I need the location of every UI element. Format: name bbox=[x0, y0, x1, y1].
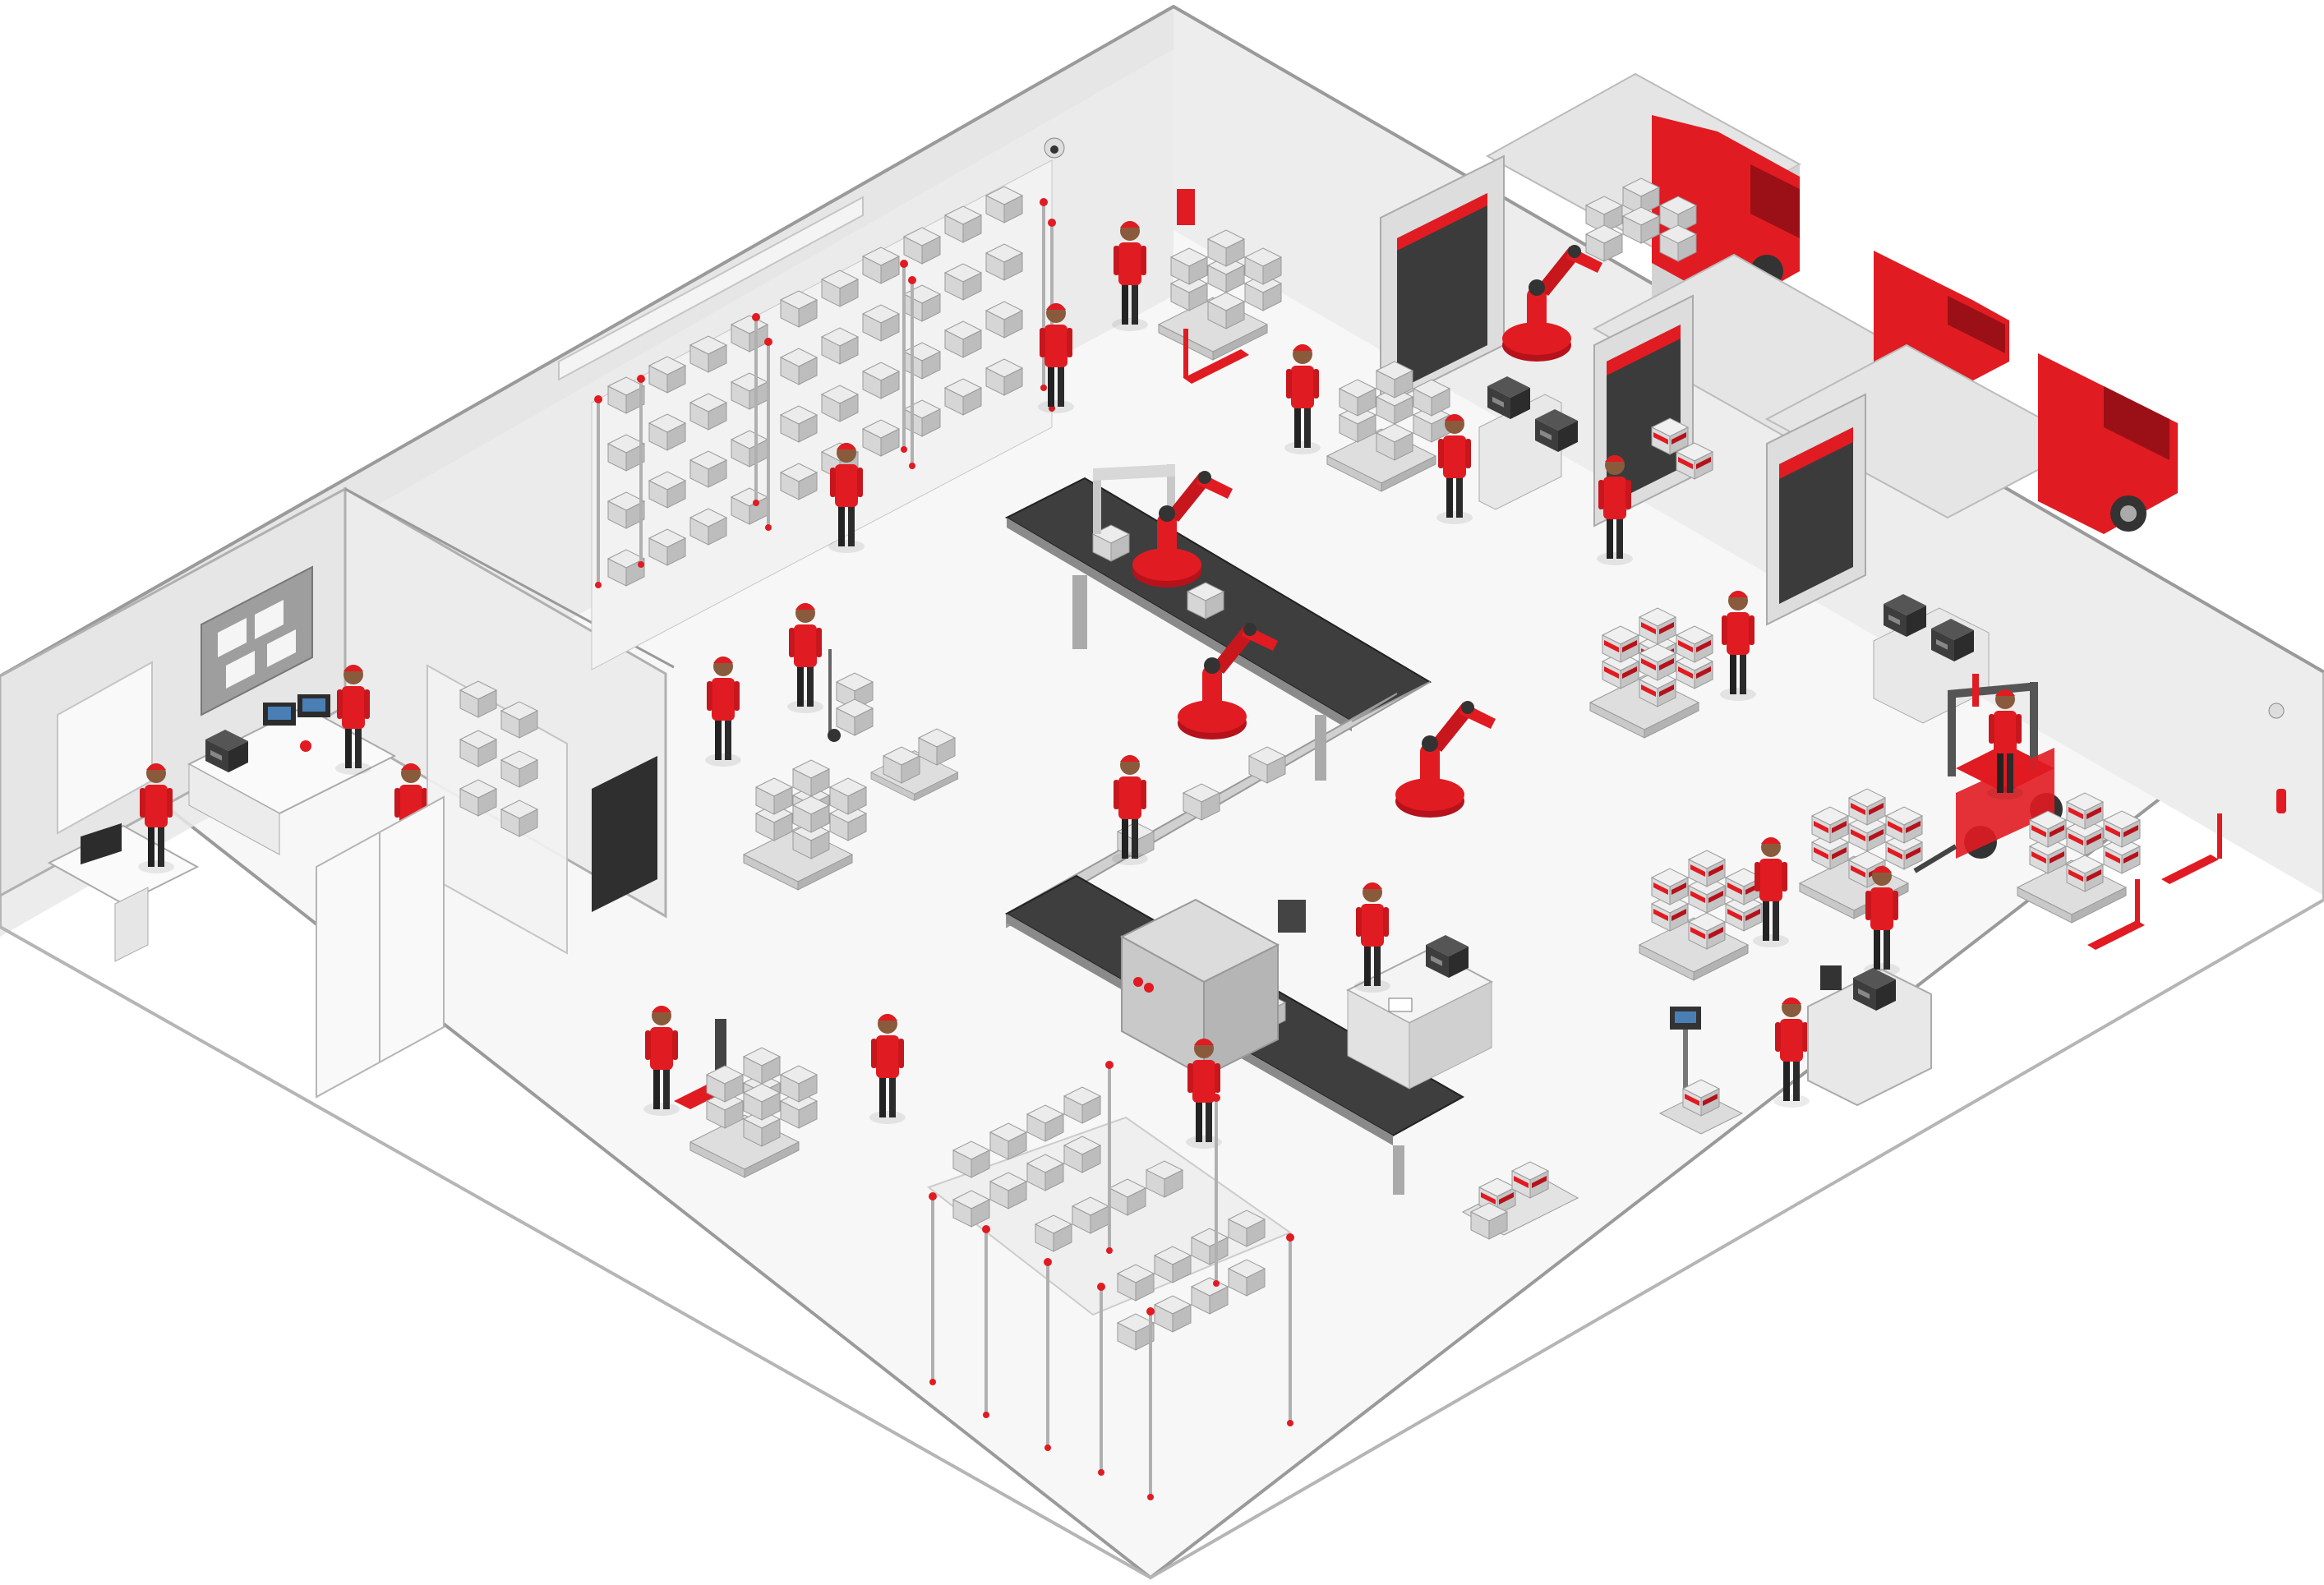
scanning-tunnel bbox=[1119, 898, 1306, 1078]
back-racks bbox=[591, 159, 1056, 670]
office-room bbox=[0, 486, 675, 919]
office-desk-right bbox=[187, 694, 397, 855]
fire-alarm-icon bbox=[1177, 189, 1195, 225]
dock-desk bbox=[1478, 376, 1578, 510]
wall-windows bbox=[558, 196, 864, 381]
outbound-parcels bbox=[1461, 1161, 1579, 1240]
floor-edge bbox=[0, 672, 2324, 1580]
hand-truck bbox=[828, 649, 874, 742]
office-desk-left bbox=[47, 822, 200, 962]
forklift bbox=[1913, 674, 2063, 873]
fire-extinguisher-icon bbox=[2276, 789, 2286, 813]
loading-dock-doors bbox=[1380, 154, 1866, 626]
packing-station bbox=[1345, 935, 1494, 1090]
manual-pallet-jack bbox=[1183, 329, 1249, 384]
scanner-rack bbox=[592, 756, 657, 912]
parcel-scale bbox=[1658, 1007, 1744, 1135]
office-door bbox=[316, 795, 445, 1099]
label-station bbox=[1807, 965, 1932, 1107]
storage-cage bbox=[427, 664, 657, 955]
hand-pallet-jacks-right bbox=[2087, 813, 2222, 950]
security-camera-icon bbox=[1044, 137, 1065, 159]
gantry-frame bbox=[1093, 464, 1175, 534]
truck-3 bbox=[1764, 343, 2178, 534]
monitor bbox=[1278, 900, 1306, 933]
electric-pallet-jack bbox=[674, 1019, 818, 1178]
right-wall-camera-icon bbox=[2268, 703, 2285, 719]
front-rack bbox=[926, 1061, 1294, 1500]
